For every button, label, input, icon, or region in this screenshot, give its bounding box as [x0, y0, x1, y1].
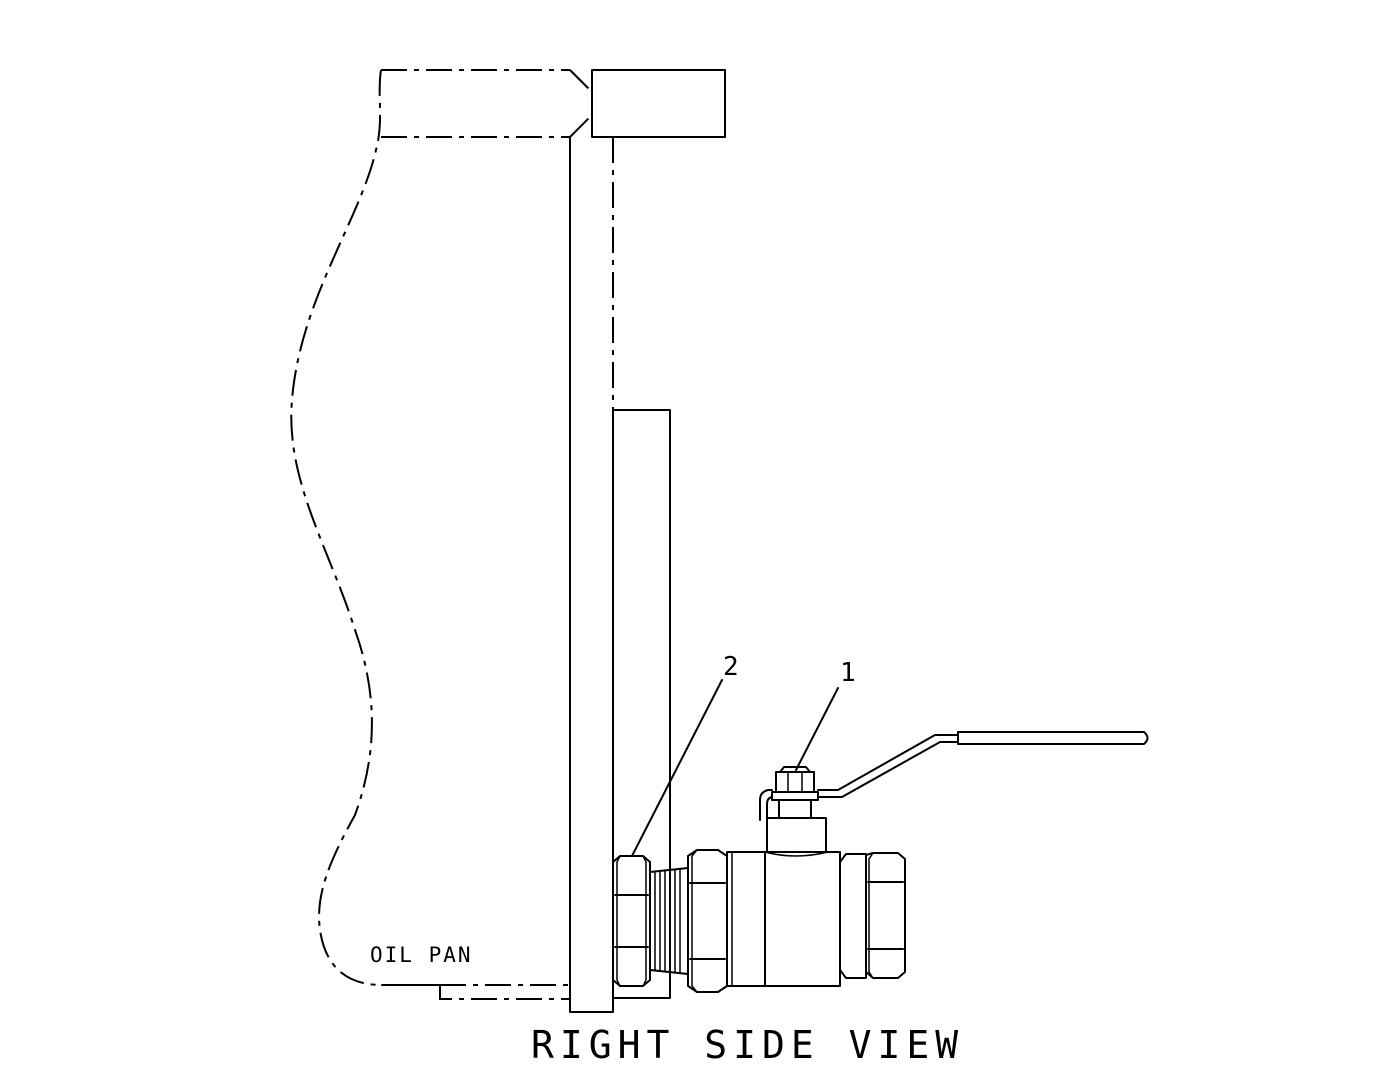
callout-leader-1: [795, 687, 839, 771]
callout-leader-2: [631, 679, 723, 857]
oil-pan-outline: [290, 69, 614, 1000]
mounting-plate: [569, 136, 671, 1013]
adapter-fitting: [612, 855, 689, 987]
callout-label-2: 2: [723, 652, 739, 682]
flange-block: [591, 69, 726, 138]
ball-valve: [687, 731, 1149, 993]
callout-label-1: 1: [840, 658, 856, 688]
view-title: RIGHT SIDE VIEW: [531, 1023, 964, 1067]
oil-pan-label: OIL PAN: [370, 943, 473, 967]
